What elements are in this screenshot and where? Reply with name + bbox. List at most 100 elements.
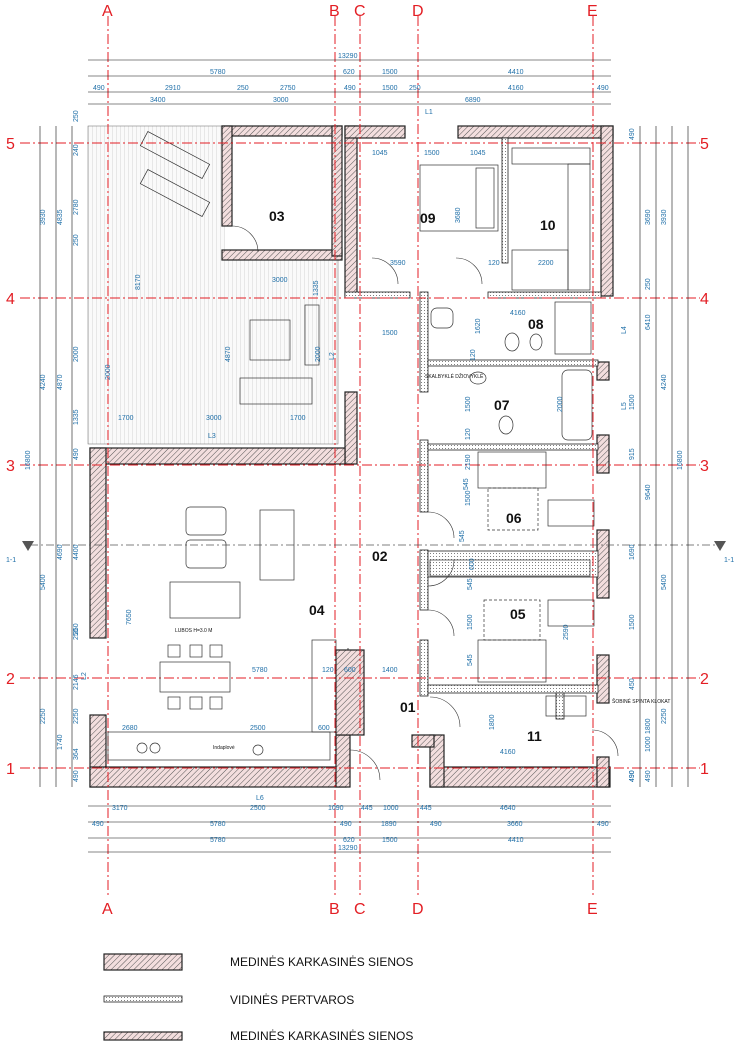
dim-top: 250	[237, 85, 249, 92]
dim-top: 1500	[382, 69, 398, 76]
dim-right: 1500	[629, 614, 636, 630]
label-l3: L3	[208, 433, 216, 440]
dim-right: 490	[629, 128, 636, 140]
sunbed	[139, 131, 211, 179]
dim-interior: 1400	[382, 667, 398, 674]
bed	[477, 451, 547, 489]
dim-right: 9640	[645, 484, 652, 500]
dim-interior: 545	[459, 530, 466, 542]
dim-right: 3690	[645, 209, 652, 225]
dim-bottom: 1000	[383, 805, 399, 812]
dim-right: 915	[629, 448, 636, 460]
bed	[477, 639, 547, 683]
armchair	[185, 506, 227, 536]
axis-label-top: A	[102, 3, 113, 20]
outer-walls	[89, 125, 614, 788]
dim-bottom: 3170	[112, 805, 128, 812]
axis-label-top: D	[412, 3, 424, 20]
legend-label: VIDINĖS PERTVAROS	[230, 993, 354, 1007]
dim-left: 1335	[73, 409, 80, 425]
dim-top: 490	[93, 85, 105, 92]
axis-label-right: 3	[700, 458, 709, 475]
room-number: 04	[309, 602, 325, 618]
dim-right: 2250	[661, 708, 668, 724]
ceiling-note: LUBOS H=3.0 M	[175, 628, 212, 634]
dim-interior: 4160	[510, 310, 526, 317]
axis-label-top: C	[354, 3, 366, 20]
room-number: 07	[494, 397, 510, 413]
dim-bottom: 490	[92, 821, 104, 828]
axis-label-bottom: A	[102, 901, 113, 918]
bed	[419, 164, 499, 232]
dim-interior: 3590	[390, 260, 406, 267]
dim-bottom: 490	[430, 821, 442, 828]
dim-left: 5400	[40, 574, 47, 590]
dim-interior: 120	[465, 428, 472, 440]
dim-bottom: 490	[340, 821, 352, 828]
dim-left: 2250	[40, 708, 47, 724]
dim-left: 490	[73, 770, 80, 782]
section-mark-left: 1-1	[6, 557, 16, 564]
legend: MEDINĖS KARKASINĖS SIENOS VIDINĖS PERTVA…	[103, 953, 413, 1043]
dishwasher-note: Indaplovė	[213, 745, 235, 751]
dim-interior: 1700	[118, 415, 134, 422]
dim-overall-top: 13290	[338, 53, 358, 60]
legend-label: MEDINĖS KARKASINĖS SIENOS	[230, 955, 413, 969]
dim-left: 2000	[73, 346, 80, 362]
dim-left: 240	[73, 144, 80, 156]
dim-interior: 600	[318, 725, 330, 732]
dim-right: 490	[629, 770, 636, 782]
dim-interior: 2000	[105, 364, 112, 380]
dim-left: 4835	[57, 209, 64, 225]
dim-interior: 3680	[455, 207, 462, 223]
label-l1: L1	[425, 109, 433, 116]
dim-interior: 120	[470, 349, 477, 361]
dim-left: 1740	[57, 734, 64, 750]
dim-top: 2910	[165, 85, 181, 92]
dim-right: 1000	[645, 736, 652, 752]
dim-interior: 120	[488, 260, 500, 267]
dim-interior: 1700	[290, 415, 306, 422]
dim-interior: 4160	[500, 749, 516, 756]
dim-top: 6890	[465, 97, 481, 104]
dim-top: 3000	[273, 97, 289, 104]
dim-interior: 4870	[225, 346, 232, 362]
dim-interior: 1045	[470, 150, 486, 157]
dim-interior: 1500	[382, 330, 398, 337]
axis-label-bottom: B	[329, 901, 340, 918]
dim-interior: 1500	[465, 396, 472, 412]
dim-right: 4240	[661, 374, 668, 390]
dim-top: 1500	[382, 85, 398, 92]
legend-swatch	[103, 995, 183, 1003]
section-mark-right: 1-1	[724, 557, 734, 564]
dim-right: 450	[629, 678, 636, 690]
label-l6: L6	[256, 795, 264, 802]
dim-interior: 120	[322, 667, 334, 674]
legend-label: MEDINĖS KARKASINĖS SIENOS	[230, 1029, 413, 1043]
dim-right: 1500	[629, 394, 636, 410]
dim-interior: 2200	[538, 260, 554, 267]
inner-partitions	[344, 137, 602, 720]
dim-top: 4410	[508, 69, 524, 76]
shower	[554, 301, 592, 355]
axis-label-left: 2	[6, 671, 15, 688]
dim-left: 2146	[73, 674, 80, 690]
label-l2: L2	[329, 352, 336, 360]
label-l2b: L2	[81, 672, 88, 680]
utility-note: ŠOBINĖ SPINTA KLOKAT	[612, 698, 670, 705]
door-swings	[231, 225, 619, 781]
dim-interior: 3000	[206, 415, 222, 422]
dim-interior: 490	[629, 770, 636, 782]
bathtub	[561, 369, 593, 441]
axis-label-right: 2	[700, 671, 709, 688]
axis-label-right: 5	[700, 136, 709, 153]
axis-label-left: 1	[6, 761, 15, 778]
dim-interior: 2190	[465, 454, 472, 470]
dim-right: 1800	[645, 718, 652, 734]
dim-interior: 1800	[489, 714, 496, 730]
axis-label-bottom: C	[354, 901, 366, 918]
dim-interior: 1500	[465, 490, 472, 506]
dim-left: 4240	[40, 374, 47, 390]
